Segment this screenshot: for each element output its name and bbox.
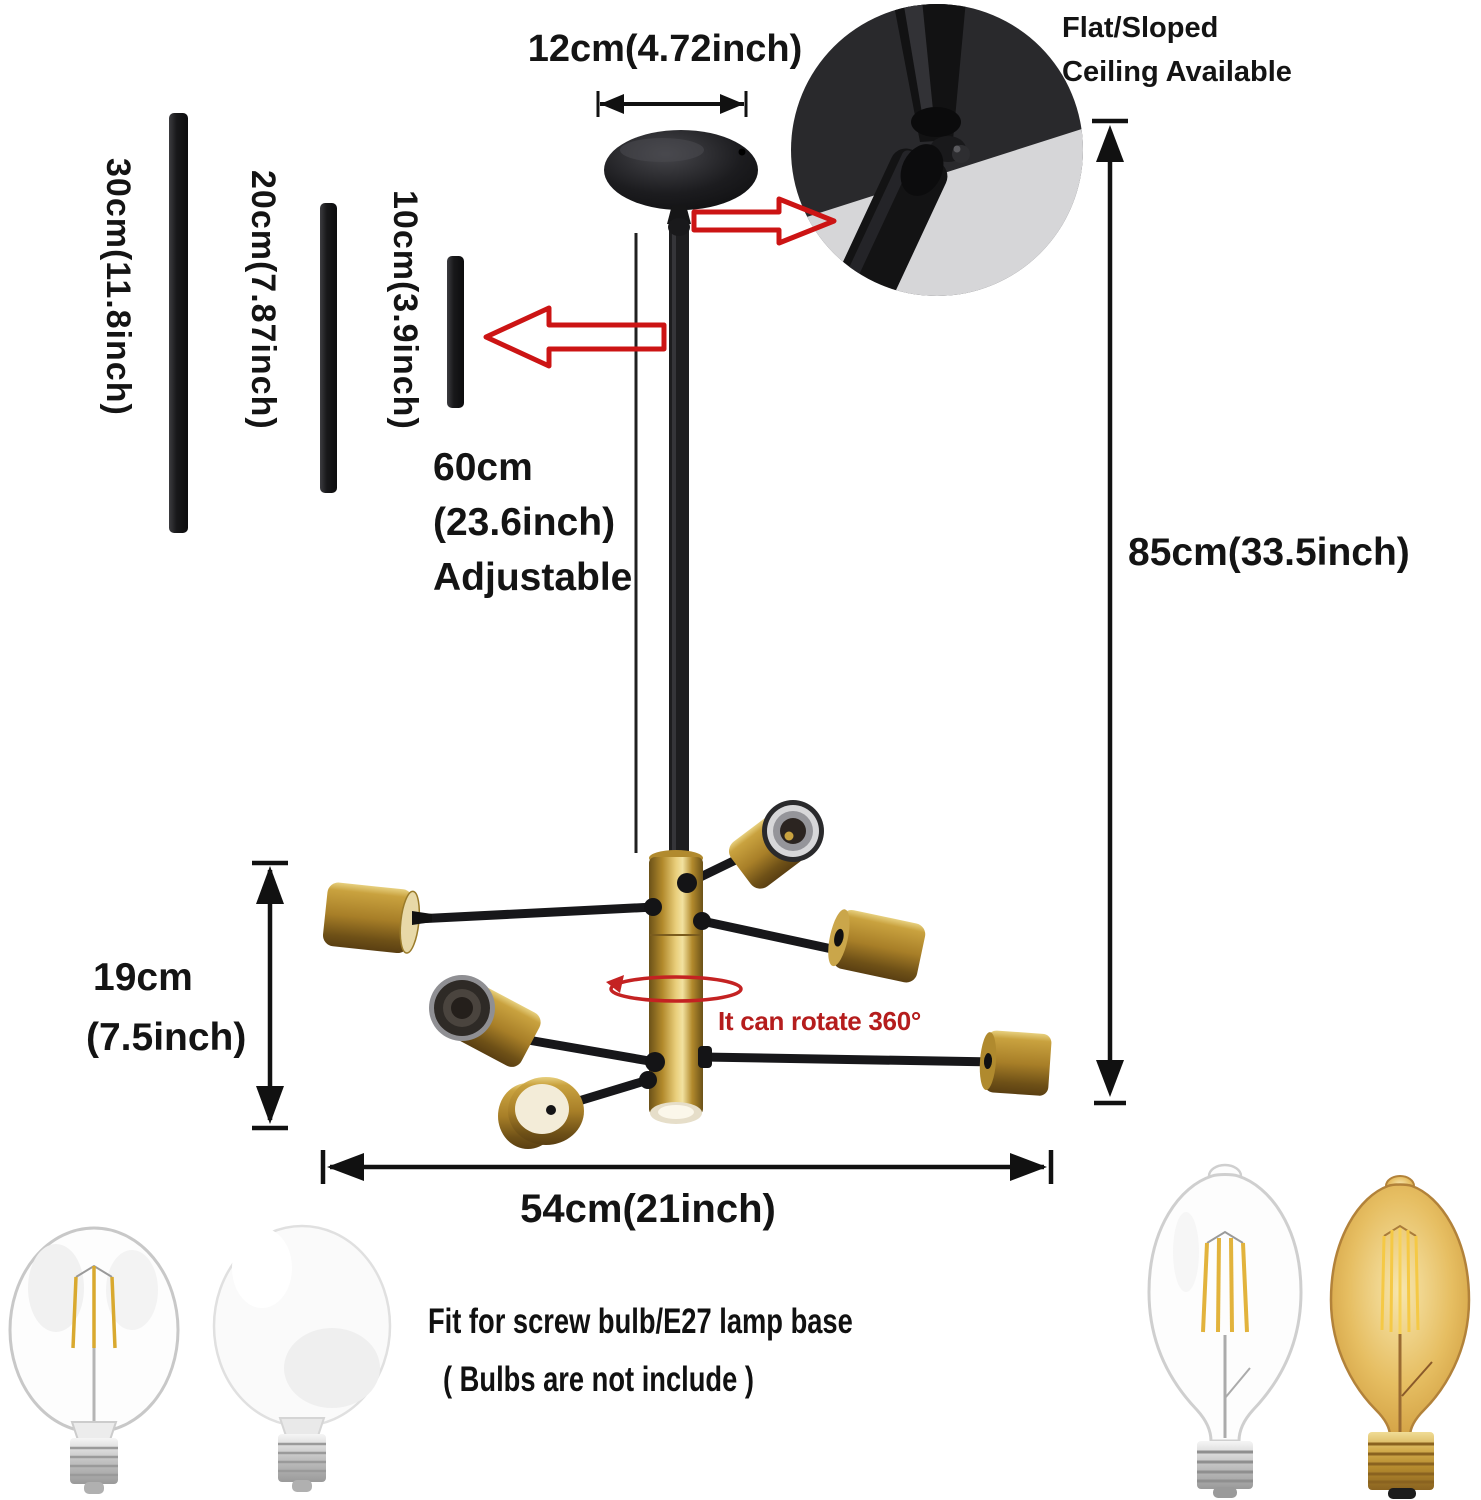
- socket-left: [322, 882, 432, 954]
- socket-upper-right: [729, 800, 824, 889]
- dim-arrow-body-height: [252, 860, 288, 1131]
- ceiling-note-line1: Flat/Sloped: [1062, 12, 1219, 44]
- chandelier-column: [649, 850, 703, 1124]
- swivel-joint-inset-photo: [791, 4, 1083, 296]
- dim-arrow-body-width: [320, 1150, 1054, 1184]
- footer-fit-note-text: Fit for screw bulb/E27 lamp base: [428, 1302, 853, 1341]
- downrod-length-label: 60cm: [433, 446, 533, 489]
- spare-rod-10cm: [447, 256, 464, 408]
- canopy-width-label: 12cm(4.72inch): [527, 28, 803, 70]
- footer-fit-note: Fit for screw bulb/E27 lamp base: [428, 1302, 973, 1342]
- spare-rod-30cm-label: 30cm(11.8inch): [99, 158, 137, 416]
- total-height-label: 85cm(33.5inch): [1128, 531, 1410, 574]
- arm-ball-joints: [639, 873, 712, 1089]
- globe-bulb-white: [212, 1224, 392, 1492]
- red-arrow-right-icon: [691, 196, 837, 246]
- edison-bulb-amber: [1329, 1175, 1471, 1499]
- rotation-ellipse-icon: [606, 975, 743, 1003]
- spare-rod-10cm-label: 10cm(3.9inch): [386, 190, 424, 430]
- main-downrod: [669, 222, 689, 862]
- body-width-label: 54cm(21inch): [520, 1187, 776, 1231]
- ceiling-canopy: [604, 130, 758, 236]
- dim-arrow-canopy-width: [596, 91, 748, 117]
- socket-lower-left: [498, 1077, 584, 1149]
- rotate-360-label: It can rotate 360°: [718, 1006, 921, 1036]
- downrod-length-inch-label: (23.6inch): [433, 501, 616, 544]
- footer-bulbs-note-text: ( Bulbs are not include ): [443, 1360, 754, 1399]
- spare-rod-20cm-label: 20cm(7.87inch): [244, 170, 282, 430]
- socket-mid-left: [429, 975, 541, 1067]
- chandelier-arms: [411, 847, 1001, 1115]
- footer-bulbs-note: ( Bulbs are not include ): [443, 1360, 842, 1400]
- chandelier: [322, 800, 1052, 1149]
- red-arrow-left-icon: [483, 305, 667, 369]
- socket-lower-right: [979, 1030, 1052, 1096]
- globe-bulb-clear: [8, 1226, 180, 1494]
- body-height-inch-label: (7.5inch): [86, 1016, 247, 1059]
- spare-rod-30cm: [169, 113, 188, 533]
- ceiling-note-line2: Ceiling Available: [1062, 56, 1292, 89]
- socket-right: [828, 909, 926, 983]
- ceiling-note: Flat/Sloped Ceiling Available: [1062, 6, 1292, 94]
- downrod-adjustable-label: Adjustable: [433, 556, 633, 599]
- body-height-label: 19cm: [93, 956, 193, 999]
- edison-bulb-clear: [1147, 1163, 1303, 1498]
- spare-rod-20cm: [320, 203, 337, 493]
- dim-arrow-total-height: [1092, 118, 1128, 1106]
